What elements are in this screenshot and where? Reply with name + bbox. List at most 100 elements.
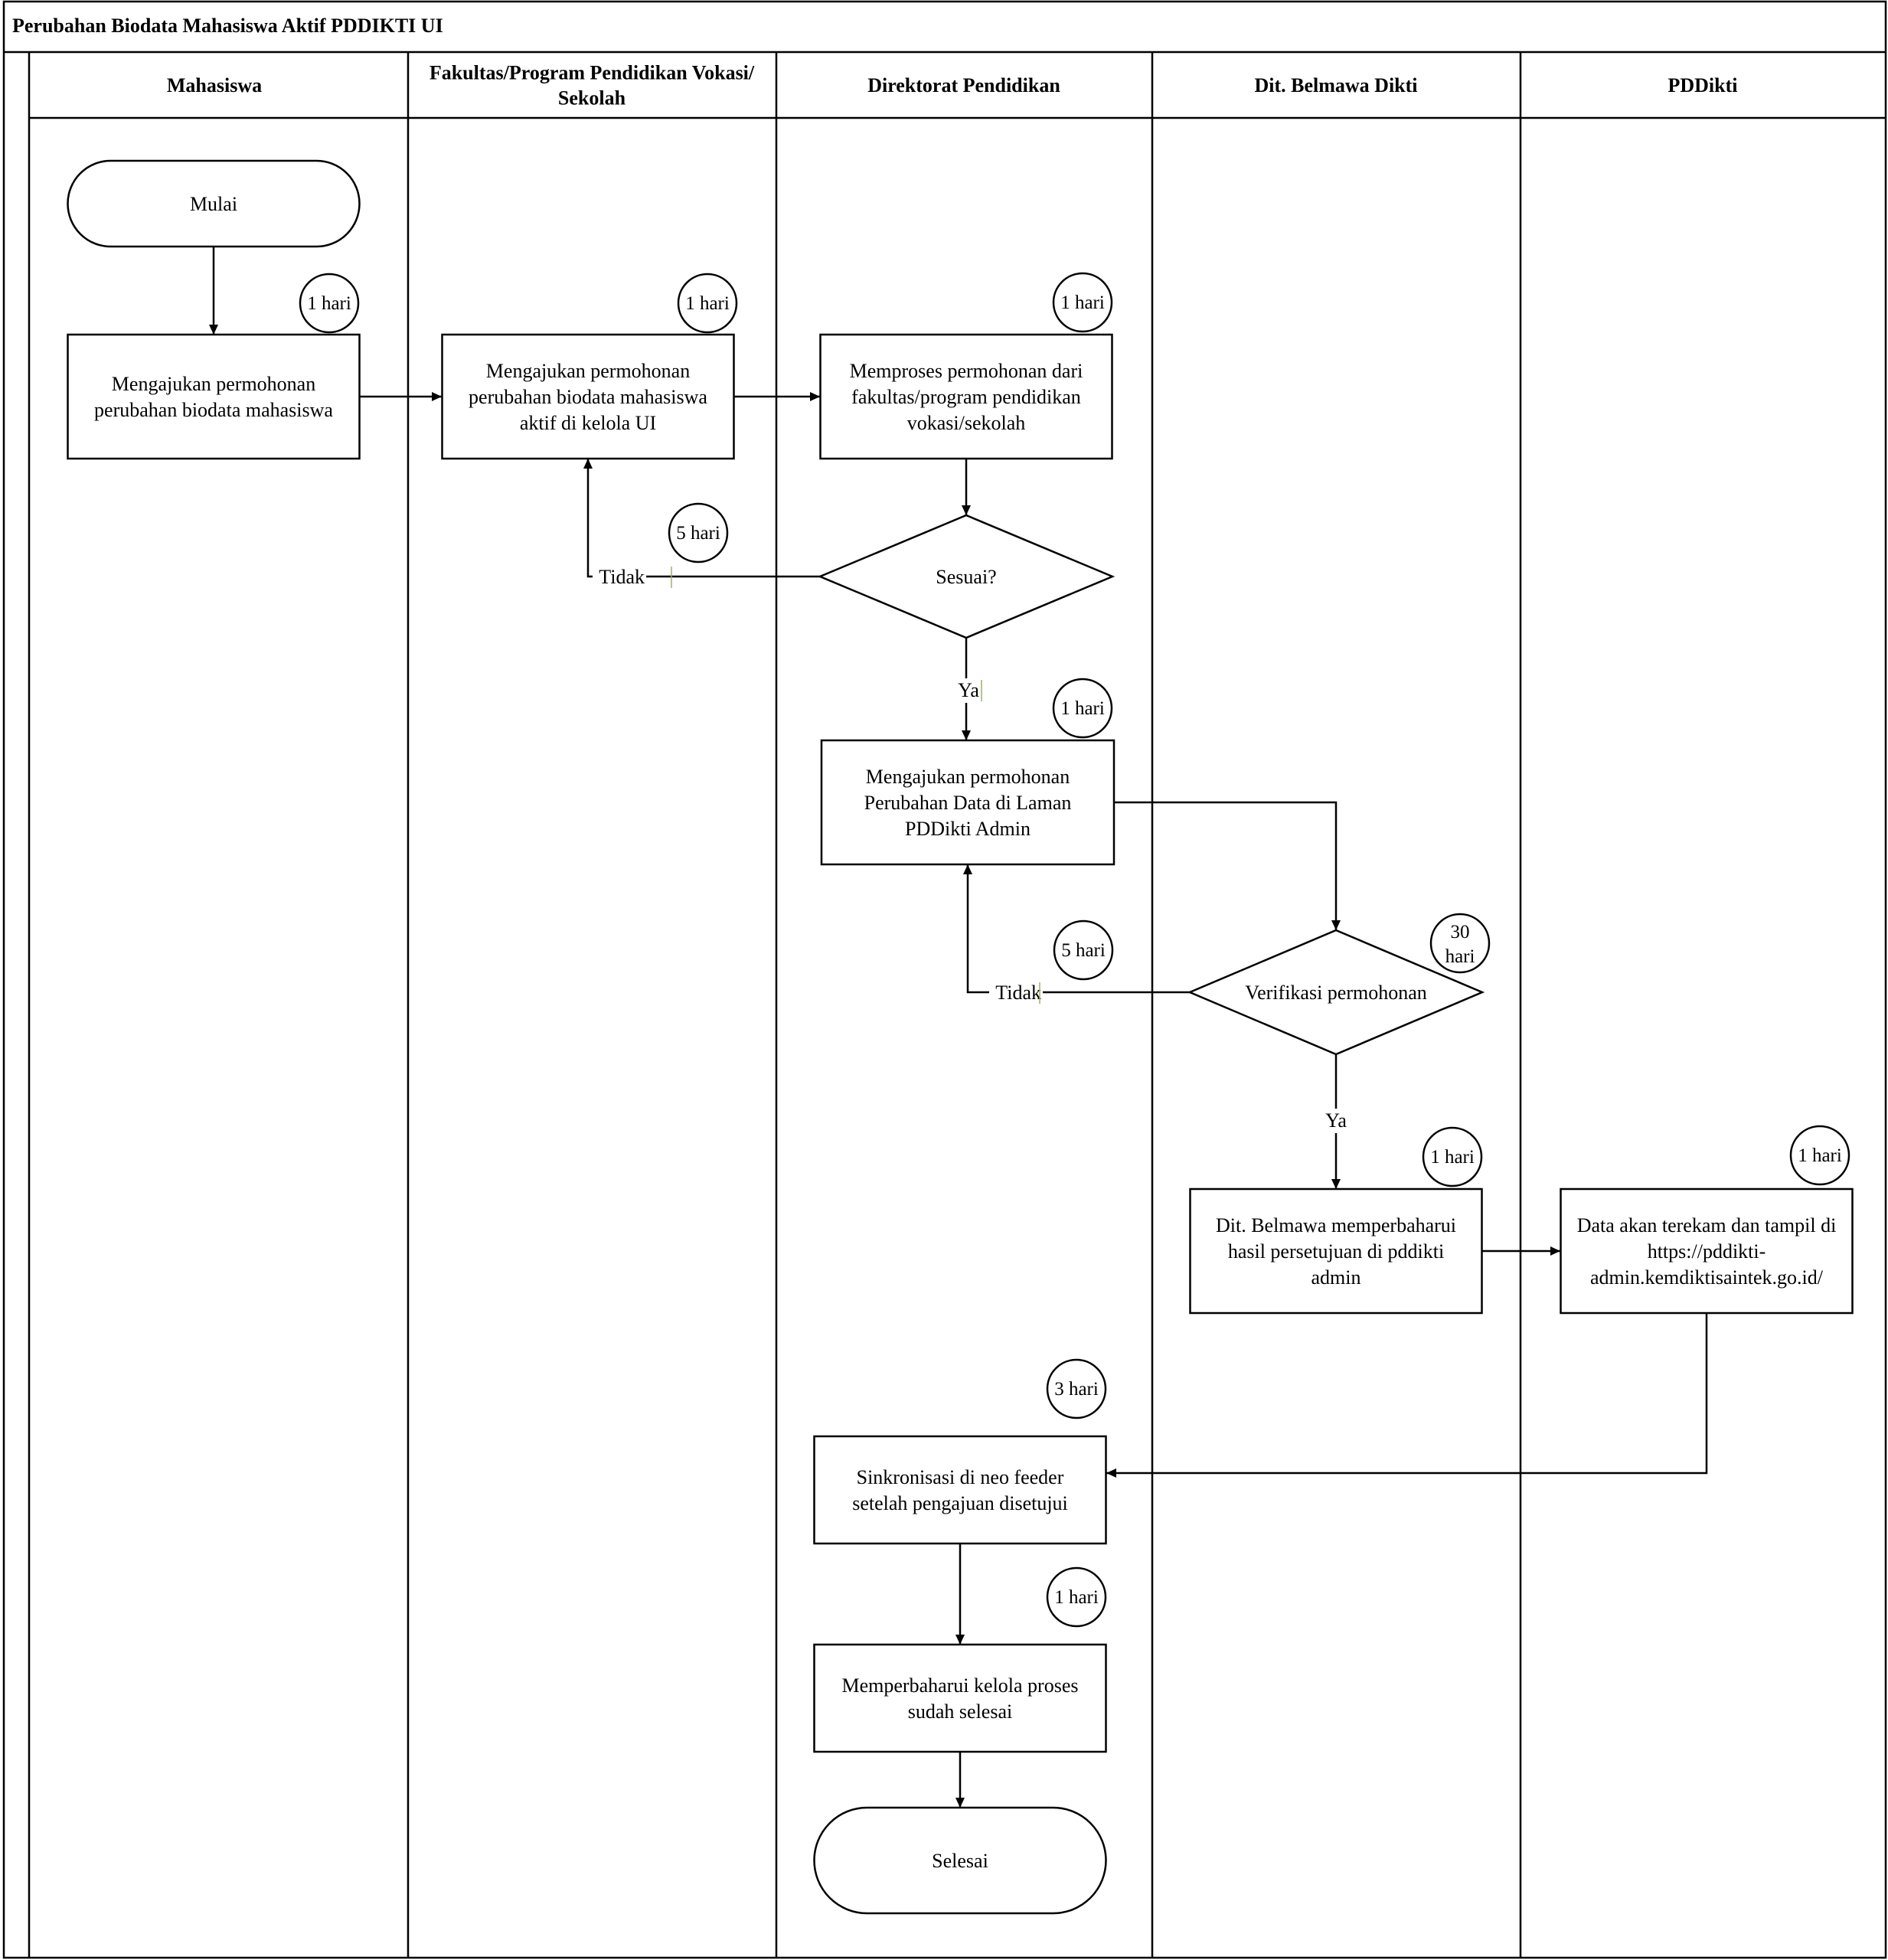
node-label: Verifikasi permohonan bbox=[1245, 982, 1427, 1004]
duration-label: 3 hari bbox=[1054, 1379, 1099, 1400]
lane-header-label: PDDikti bbox=[1668, 74, 1738, 96]
node-label: Selesai bbox=[932, 1850, 988, 1872]
duration-label: 1 hari bbox=[1798, 1145, 1842, 1166]
duration-badges: 1 hari 1 hari 1 hari 1 hari 30 hari 1 hari 1 ha… bbox=[299, 272, 1850, 1628]
label-backing bbox=[989, 981, 1043, 1005]
duration-badge: 1 hari bbox=[1422, 1126, 1483, 1187]
duration-circle bbox=[1429, 913, 1491, 974]
duration-badge: 1 hari bbox=[1052, 678, 1113, 739]
node-start: Mulai bbox=[67, 159, 361, 248]
duration-badge: 1 hari bbox=[1789, 1125, 1850, 1186]
lane-header-label: Dit. Belmawa Dikti bbox=[1254, 74, 1417, 96]
process-box bbox=[813, 1643, 1107, 1753]
node-label: Dit. Belmawa memperbaharui bbox=[1216, 1214, 1456, 1236]
lane-header-direktorat: Direktorat Pendidikan bbox=[867, 74, 1060, 96]
duration-label: 5 hari bbox=[676, 523, 720, 544]
node-label: PDDikti Admin bbox=[905, 818, 1031, 840]
duration-badge: 1 hari bbox=[299, 273, 360, 334]
duration-badge: 1 hari bbox=[1046, 1566, 1107, 1628]
label-backing bbox=[593, 565, 646, 590]
decision-diamond bbox=[1187, 929, 1485, 1056]
node-n5: Dit. Belmawa memperbaharui hasil persetuj… bbox=[1189, 1187, 1483, 1315]
duration-label: 1 hari bbox=[1430, 1147, 1475, 1168]
connector-line bbox=[1106, 1313, 1708, 1478]
duration-circle bbox=[668, 502, 729, 564]
duration-badge: 5 hari bbox=[668, 502, 729, 564]
node-d2: Verifikasi permohonan bbox=[1187, 929, 1485, 1056]
duration-circle bbox=[1053, 920, 1114, 981]
node-label: Mengajukan permohonan bbox=[866, 766, 1070, 788]
swimlane-grid bbox=[28, 52, 1886, 1958]
duration-badge: 3 hari bbox=[1046, 1358, 1107, 1419]
duration-badge: 1 hari bbox=[677, 273, 738, 334]
duration-circle bbox=[1422, 1126, 1483, 1187]
node-label: Data akan terekam dan tampil di bbox=[1577, 1214, 1837, 1236]
branch-label: Tidak bbox=[995, 982, 1041, 1004]
node-label: perubahan biodata mahasiswa bbox=[94, 399, 333, 421]
label-backing bbox=[953, 678, 984, 703]
duration-circle bbox=[1052, 678, 1113, 739]
decision-diamond bbox=[817, 514, 1115, 639]
duration-circle bbox=[1046, 1566, 1107, 1628]
process-box bbox=[813, 1435, 1107, 1545]
node-label: vokasi/sekolah bbox=[907, 412, 1026, 434]
process-box bbox=[1189, 1187, 1483, 1315]
label-backing bbox=[1321, 1109, 1351, 1133]
duration-label: 1 hari bbox=[1060, 292, 1105, 313]
connector-n4-to-d2 bbox=[1114, 801, 1341, 930]
node-label: sudah selesai bbox=[908, 1700, 1012, 1723]
node-n3: Memproses permohonan darifakultas/progra… bbox=[819, 333, 1113, 460]
duration-circle bbox=[1052, 272, 1113, 333]
duration-circle bbox=[1789, 1125, 1850, 1186]
node-label: Mulai bbox=[190, 193, 237, 215]
process-box bbox=[1560, 1187, 1854, 1315]
duration-badge: 1 hari bbox=[1052, 272, 1113, 333]
node-label: Perubahan Data di Laman bbox=[864, 792, 1072, 814]
node-n8: Memperbaharui kelola proses sudah selesai bbox=[813, 1643, 1107, 1753]
terminator-shape bbox=[67, 159, 361, 248]
terminator-shape bbox=[813, 1806, 1107, 1915]
lane-header-mahasiswa: Mahasiswa bbox=[167, 74, 262, 96]
node-label: setelah pengajuan disetujui bbox=[852, 1492, 1068, 1514]
duration-badge: 30 hari bbox=[1429, 913, 1491, 974]
node-n7: Sinkronisasi di neo feeder setelah pengaj… bbox=[813, 1435, 1107, 1545]
node-label: Memproses permohonan dari bbox=[850, 360, 1083, 382]
duration-badge: 5 hari bbox=[1053, 920, 1114, 981]
lane-header-label: Direktorat Pendidikan bbox=[867, 74, 1060, 96]
duration-label: 1 hari bbox=[685, 293, 730, 314]
duration-label: 30 bbox=[1451, 922, 1470, 942]
lane-header-belmawa: Dit. Belmawa Dikti bbox=[1254, 74, 1417, 96]
connector-line bbox=[583, 459, 820, 578]
node-label: admin.kemdiktisaintek.go.id/ bbox=[1590, 1266, 1824, 1289]
node-label: admin bbox=[1311, 1266, 1361, 1289]
node-n6: Data akan terekam dan tampil di https://p… bbox=[1560, 1187, 1854, 1315]
node-label: Sesuai? bbox=[936, 566, 996, 588]
duration-label: hari bbox=[1445, 946, 1475, 967]
duration-label: 1 hari bbox=[307, 293, 351, 314]
branch-label: Ya bbox=[1325, 1109, 1347, 1132]
node-label: aktif di kelola UI bbox=[520, 412, 656, 434]
connector-d1-to-n4: Ya bbox=[953, 638, 984, 740]
duration-circle bbox=[1046, 1358, 1107, 1419]
process-box bbox=[67, 333, 361, 460]
node-d1: Sesuai? bbox=[817, 514, 1115, 639]
node-label: perubahan biodata mahasiswa bbox=[469, 386, 707, 408]
connector-d2-to-n4: Tidak bbox=[963, 864, 1190, 1005]
process-box bbox=[819, 333, 1113, 460]
node-label: Memperbaharui kelola proses bbox=[841, 1674, 1078, 1697]
node-label: https://pddikti- bbox=[1648, 1240, 1766, 1263]
duration-circle bbox=[677, 273, 738, 334]
node-label: hasil persetujuan di pddikti bbox=[1228, 1240, 1444, 1263]
node-label: Sinkronisasi di neo feeder bbox=[857, 1466, 1064, 1488]
connector-d2-to-n5: Ya bbox=[1321, 1054, 1351, 1189]
branch-label: Ya bbox=[958, 679, 979, 701]
connector-line bbox=[1114, 801, 1341, 930]
diagram-title: Perubahan Biodata Mahasiswa Aktif PDDIKT… bbox=[12, 15, 443, 37]
